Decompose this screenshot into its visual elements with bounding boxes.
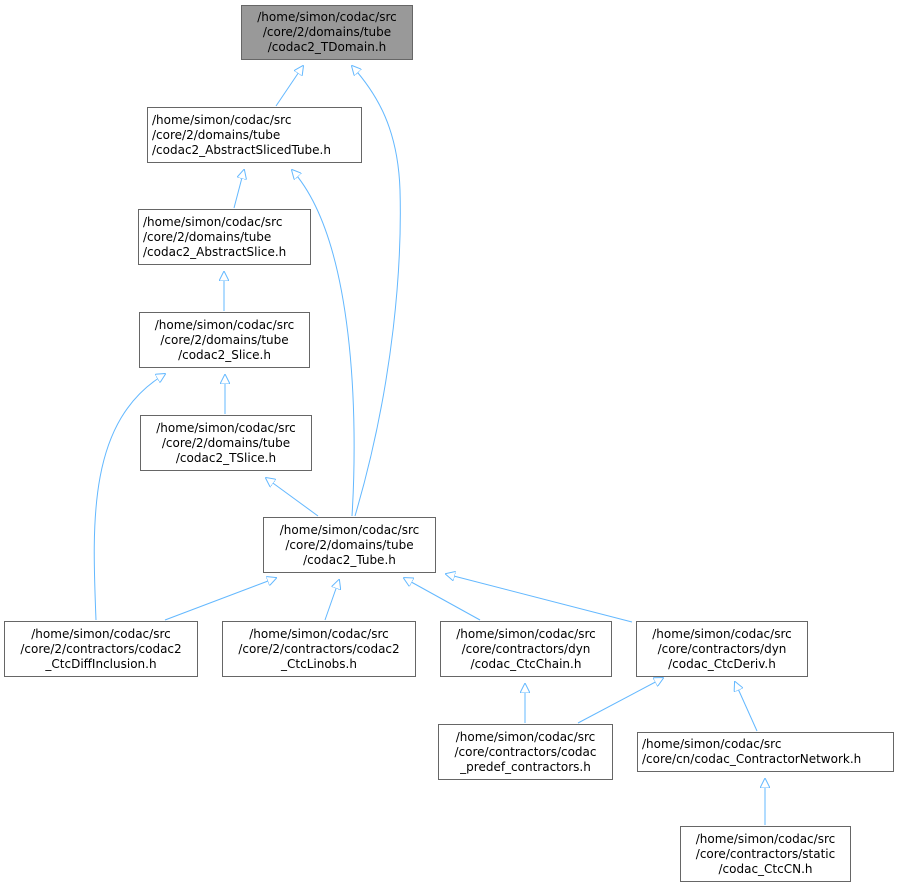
- node-ctclinobs-line-1: /home/simon/codac/src: [249, 626, 389, 641]
- edge-contractornetwork-includes-ctcderiv: [735, 682, 758, 732]
- node-tdomain-line-3: /codac2_TDomain.h: [267, 40, 387, 54]
- node-tdomain-line-1: /home/simon/codac/src: [257, 10, 397, 24]
- node-abstractslice-line-3: /codac2_AbstractSlice.h: [143, 244, 287, 259]
- node-tslice-line-2: /core/2/domains/tube: [161, 435, 291, 450]
- node-ctcdiffinclusion-line-1: /home/simon/codac/src: [31, 626, 171, 641]
- edge-ctcchain-includes-tube: [404, 578, 481, 621]
- node-abstractslicedtube-line-3: /codac2_AbstractSlicedTube.h: [152, 142, 331, 157]
- edge-tube-includes-tdomain: [352, 66, 401, 517]
- node-abstractslicedtube-line-2: /core/2/domains/tube: [152, 127, 281, 142]
- edge-abstractslice-includes-abstractslicedtube: [233, 170, 244, 209]
- node-abstractslicedtube-line-1: /home/simon/codac/src: [152, 112, 292, 127]
- node-ctclinobs-line-3: _CtcLinobs.h: [281, 656, 357, 671]
- node-ctcdiffinclusion-line-3: _CtcDiffInclusion.h: [45, 656, 157, 671]
- node-tube-line-3: /codac2_Tube.h: [303, 552, 396, 567]
- node-predef-line-3: _predef_contractors.h: [460, 759, 591, 774]
- node-slice[interactable]: /home/simon/codac/src /core/2/domains/tu…: [139, 312, 310, 368]
- edge-predef-includes-ctcderiv: [577, 678, 663, 724]
- node-tslice-line-3: /codac2_TSlice.h: [175, 450, 277, 465]
- node-ctcchain-line-2: /core/contractors/dyn: [461, 641, 591, 656]
- node-ctccn[interactable]: /home/simon/codac/src /core/contractors/…: [680, 826, 851, 882]
- node-slice-line-2: /core/2/domains/tube: [160, 332, 289, 347]
- node-tube[interactable]: /home/simon/codac/src /core/2/domains/tu…: [263, 517, 436, 573]
- node-ctcderiv[interactable]: /home/simon/codac/src /core/contractors/…: [636, 621, 808, 677]
- edge-tube-includes-tslice: [266, 478, 319, 517]
- edge-tube-includes-abstractslicedtube: [292, 170, 355, 517]
- edge-ctclinobs-includes-tube: [324, 580, 339, 621]
- node-ctcdiffinclusion[interactable]: /home/simon/codac/src /core/2/contractor…: [4, 621, 198, 677]
- node-tdomain: /home/simon/codac/src /core/2/domains/tu…: [241, 5, 413, 60]
- edge-ctcdiffinclusion-includes-tube: [164, 578, 276, 621]
- node-tube-line-1: /home/simon/codac/src: [279, 522, 420, 537]
- node-abstractslice-line-2: /core/2/domains/tube: [143, 229, 272, 244]
- node-contractornetwork-line-2: /core/cn/codac_ContractorNetwork.h: [642, 752, 862, 766]
- node-ctcderiv-line-3: /codac_CtcDeriv.h: [668, 656, 776, 671]
- node-ctcderiv-line-1: /home/simon/codac/src: [652, 626, 792, 641]
- node-slice-line-3: /codac2_Slice.h: [178, 347, 271, 362]
- node-tube-line-2: /core/2/domains/tube: [285, 537, 414, 552]
- node-predef[interactable]: /home/simon/codac/src /core/contractors/…: [438, 724, 613, 780]
- node-ctcderiv-line-2: /core/contractors/dyn: [657, 641, 787, 656]
- edge-abstractslicedtube-includes-tdomain: [275, 66, 303, 107]
- node-ctccn-line-3: /codac_CtcCN.h: [718, 861, 813, 876]
- node-contractornetwork[interactable]: /home/simon/codac/src /core/cn/codac_Con…: [637, 732, 894, 772]
- node-ctcchain-line-1: /home/simon/codac/src: [456, 626, 596, 641]
- node-predef-line-1: /home/simon/codac/src: [455, 729, 596, 744]
- node-predef-line-2: /core/contractors/codac: [454, 744, 597, 759]
- node-abstractslice-line-1: /home/simon/codac/src: [143, 214, 283, 229]
- node-ctcchain[interactable]: /home/simon/codac/src /core/contractors/…: [440, 621, 612, 677]
- node-ctclinobs[interactable]: /home/simon/codac/src /core/2/contractor…: [222, 621, 416, 677]
- edge-ctcderiv-includes-tube: [446, 574, 633, 623]
- node-abstractslicedtube[interactable]: /home/simon/codac/src /core/2/domains/tu…: [147, 107, 362, 163]
- node-ctccn-line-1: /home/simon/codac/src: [695, 831, 836, 846]
- node-contractornetwork-line-1: /home/simon/codac/src: [642, 737, 782, 751]
- edge-ctcdiffinclusion-includes-slice: [93, 374, 165, 621]
- node-tslice-line-1: /home/simon/codac/src: [156, 420, 296, 435]
- node-ctcchain-line-3: /codac_CtcChain.h: [470, 656, 582, 671]
- node-tdomain-line-2: /core/2/domains/tube: [262, 25, 392, 39]
- node-abstractslice[interactable]: /home/simon/codac/src /core/2/domains/tu…: [138, 209, 311, 265]
- node-ctclinobs-line-2: /core/2/contractors/codac2: [238, 641, 400, 656]
- node-ctcdiffinclusion-line-2: /core/2/contractors/codac2: [20, 641, 182, 656]
- node-slice-line-1: /home/simon/codac/src: [154, 317, 295, 332]
- node-tslice[interactable]: /home/simon/codac/src /core/2/domains/tu…: [140, 415, 312, 471]
- node-ctccn-line-2: /core/contractors/static: [695, 846, 836, 861]
